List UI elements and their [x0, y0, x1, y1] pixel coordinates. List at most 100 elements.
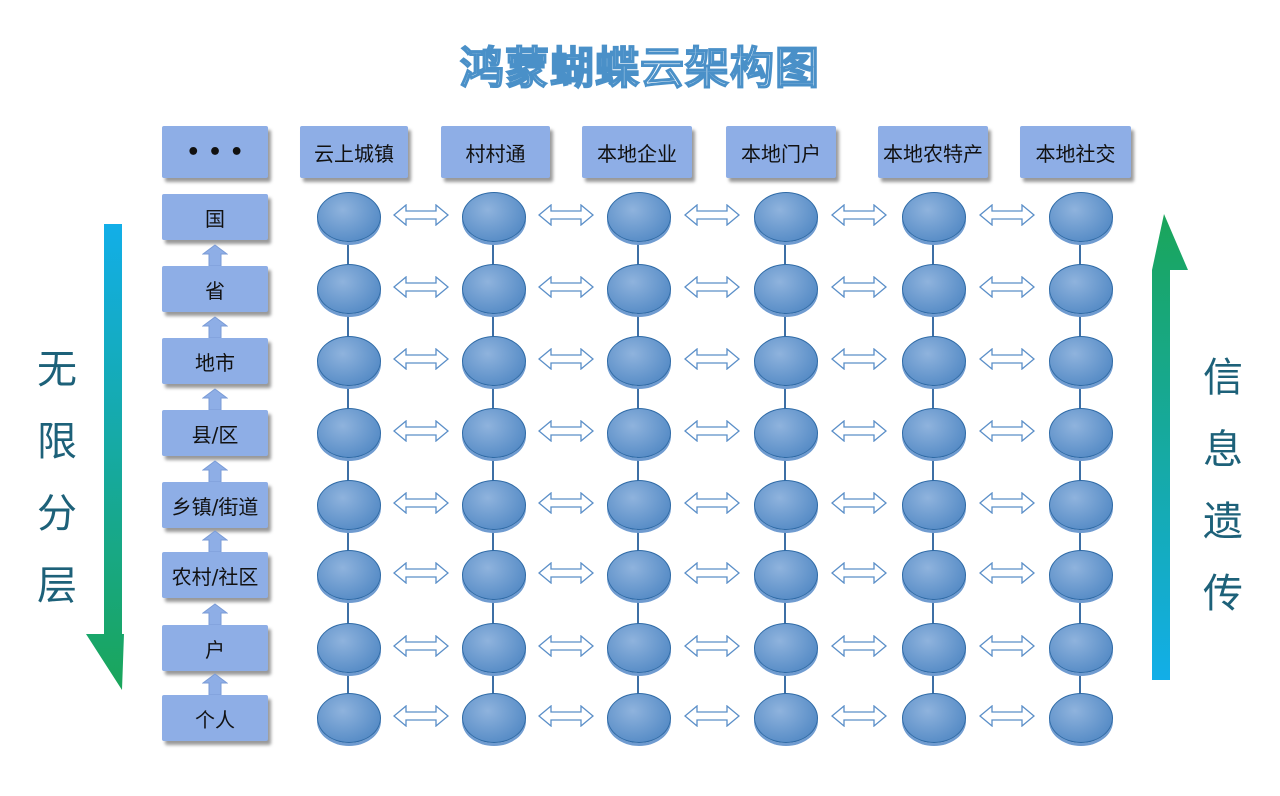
side-char: 无 — [37, 347, 77, 393]
cloud-node — [1049, 693, 1113, 743]
cloud-node — [607, 336, 671, 386]
cloud-node — [754, 480, 818, 530]
bidirectional-arrow-icon — [537, 275, 594, 299]
up-arrow-icon — [201, 388, 229, 411]
cloud-node — [317, 192, 381, 242]
cloud-node — [607, 480, 671, 530]
cloud-node — [462, 623, 526, 673]
up-arrow-icon — [201, 244, 229, 267]
vertical-connector — [1079, 217, 1081, 718]
level-box: 县/区 — [162, 410, 268, 456]
cloud-node — [462, 693, 526, 743]
level-box: 地市 — [162, 338, 268, 384]
cloud-node — [317, 480, 381, 530]
column-header: 本地社交 — [1020, 126, 1131, 178]
bidirectional-arrow-icon — [978, 561, 1035, 585]
cloud-node — [754, 408, 818, 458]
bidirectional-arrow-icon — [392, 491, 449, 515]
cloud-node — [902, 480, 966, 530]
bidirectional-arrow-icon — [830, 491, 888, 515]
bidirectional-arrow-icon — [537, 347, 594, 371]
vertical-connector — [932, 217, 934, 718]
cloud-node — [1049, 408, 1113, 458]
bidirectional-arrow-icon — [537, 419, 594, 443]
side-char: 遗 — [1203, 499, 1243, 545]
vertical-connector — [347, 217, 349, 718]
side-char: 限 — [37, 419, 77, 465]
cloud-node — [607, 408, 671, 458]
cloud-node — [317, 693, 381, 743]
cloud-node — [1049, 264, 1113, 314]
left-side-label: 无 限 分 层 — [32, 334, 82, 622]
cloud-node — [1049, 623, 1113, 673]
cloud-node — [317, 264, 381, 314]
bidirectional-arrow-icon — [392, 561, 449, 585]
bidirectional-arrow-icon — [978, 704, 1035, 728]
up-arrow-icon — [201, 673, 229, 696]
bidirectional-arrow-icon — [683, 347, 740, 371]
bidirectional-arrow-icon — [978, 419, 1035, 443]
side-char: 分 — [37, 491, 77, 537]
cloud-node — [607, 192, 671, 242]
bidirectional-arrow-icon — [978, 347, 1035, 371]
bidirectional-arrow-icon — [392, 704, 449, 728]
cloud-node — [607, 623, 671, 673]
vertical-connector — [637, 217, 639, 718]
side-char: 传 — [1203, 571, 1243, 617]
side-char: 信 — [1203, 355, 1243, 401]
bidirectional-arrow-icon — [537, 203, 594, 227]
level-box: 户 — [162, 625, 268, 671]
bidirectional-arrow-icon — [978, 203, 1035, 227]
up-arrow-icon — [201, 530, 229, 553]
up-arrow-icon — [201, 460, 229, 483]
cloud-node — [462, 336, 526, 386]
down-arrow-icon — [86, 224, 124, 690]
column-header: 村村通 — [441, 126, 550, 178]
up-arrow-icon — [201, 603, 229, 626]
cloud-node — [902, 336, 966, 386]
cloud-node — [462, 408, 526, 458]
bidirectional-arrow-icon — [978, 275, 1035, 299]
cloud-node — [462, 480, 526, 530]
cloud-node — [462, 264, 526, 314]
cloud-node — [754, 550, 818, 600]
up-arrow-icon — [201, 316, 229, 339]
cloud-node — [902, 408, 966, 458]
bidirectional-arrow-icon — [830, 347, 888, 371]
bidirectional-arrow-icon — [392, 634, 449, 658]
bidirectional-arrow-icon — [978, 491, 1035, 515]
bidirectional-arrow-icon — [537, 561, 594, 585]
bidirectional-arrow-icon — [392, 275, 449, 299]
bidirectional-arrow-icon — [392, 347, 449, 371]
bidirectional-arrow-icon — [830, 704, 888, 728]
cloud-node — [462, 192, 526, 242]
diagram-title: 鸿蒙蝴蝶云架构图 — [459, 42, 820, 95]
cloud-node — [902, 550, 966, 600]
column-header: 本地门户 — [726, 126, 836, 178]
bidirectional-arrow-icon — [978, 634, 1035, 658]
cloud-node — [1049, 336, 1113, 386]
column-header: 本地农特产 — [878, 126, 988, 178]
bidirectional-arrow-icon — [830, 275, 888, 299]
cloud-node — [1049, 480, 1113, 530]
cloud-node — [607, 550, 671, 600]
bidirectional-arrow-icon — [683, 704, 740, 728]
cloud-node — [317, 336, 381, 386]
vertical-connector — [784, 217, 786, 718]
bidirectional-arrow-icon — [830, 561, 888, 585]
bidirectional-arrow-icon — [537, 491, 594, 515]
column-header: 本地企业 — [582, 126, 692, 178]
bidirectional-arrow-icon — [537, 634, 594, 658]
cloud-node — [607, 264, 671, 314]
level-box: 农村/社区 — [162, 552, 268, 598]
bidirectional-arrow-icon — [830, 419, 888, 443]
bidirectional-arrow-icon — [392, 203, 449, 227]
bidirectional-arrow-icon — [537, 704, 594, 728]
cloud-node — [902, 693, 966, 743]
bidirectional-arrow-icon — [683, 275, 740, 299]
bidirectional-arrow-icon — [683, 203, 740, 227]
cloud-node — [754, 693, 818, 743]
cloud-node — [754, 192, 818, 242]
side-char: 层 — [37, 563, 77, 609]
cloud-node — [317, 623, 381, 673]
